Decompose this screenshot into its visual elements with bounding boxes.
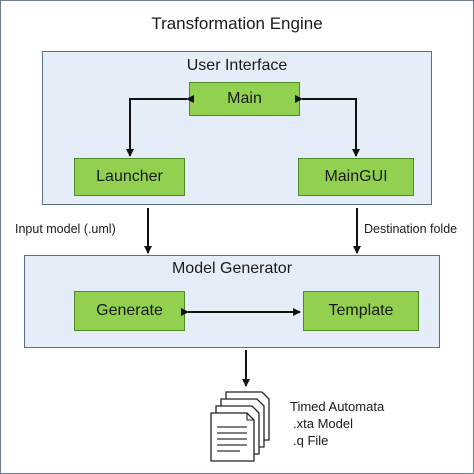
- destination-folder-label: Destination folde: [364, 222, 458, 236]
- template-box: Template: [303, 291, 419, 331]
- generate-box: Generate: [74, 291, 185, 331]
- output-description: Timed Automata .xta Model .q File: [290, 398, 384, 449]
- output-line-timed-automata: Timed Automata: [290, 399, 385, 414]
- output-line-xta-model: .xta Model: [293, 416, 353, 431]
- input-model-label: Input model (.uml): [15, 222, 116, 236]
- user-interface-label: User Interface: [186, 57, 288, 74]
- arrow-main-launcher: [126, 95, 194, 157]
- document-stack-icon: [210, 391, 270, 462]
- arrow-main-maingui: [295, 95, 360, 157]
- launcher-box: Launcher: [74, 158, 185, 196]
- maingui-box: MainGUI: [298, 158, 414, 196]
- output-line-q-file: .q File: [293, 433, 329, 448]
- diagram-title: Transformation Engine: [151, 14, 323, 33]
- model-generator-label: Model Generator: [171, 260, 293, 277]
